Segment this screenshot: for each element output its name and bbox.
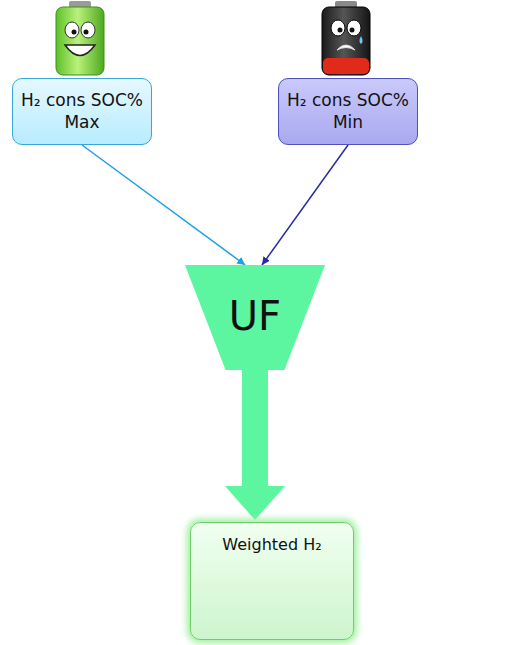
process-box: H₂ cons SOC% Min [278, 78, 418, 145]
box-label: H₂ cons SOC% Min [286, 90, 410, 133]
block-arrow [225, 369, 285, 520]
flow-arrow [262, 145, 348, 265]
box-label: Weighted H₂ [222, 535, 321, 555]
sad-battery [322, 1, 370, 75]
happy-battery [56, 1, 104, 75]
process-box: H₂ cons SOC% Max [12, 78, 152, 145]
box-label: H₂ cons SOC% Max [20, 90, 144, 133]
funnel-label: UF [229, 291, 281, 341]
funnel-shape: UF [185, 265, 325, 370]
funnel-fill [185, 265, 325, 370]
flow-arrow [82, 145, 245, 265]
result-box: Weighted H₂ [190, 522, 354, 640]
